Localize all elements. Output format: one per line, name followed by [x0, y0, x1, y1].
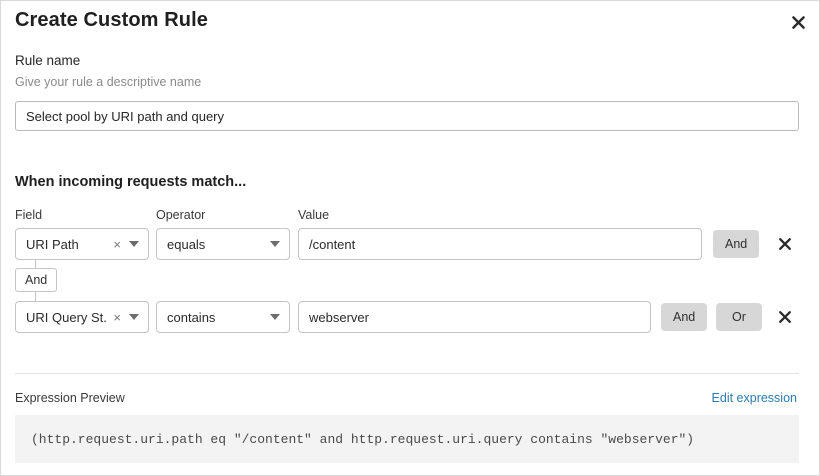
value-input-1[interactable] — [298, 228, 702, 260]
expression-preview-box: (http.request.uri.path eq "/content" and… — [15, 415, 799, 463]
operator-select-1-value: equals — [167, 236, 206, 252]
column-header-value: Value — [298, 208, 330, 222]
divider — [15, 373, 799, 374]
condition-row: URI Query St... × contains And Or — [1, 301, 819, 333]
column-header-field: Field — [15, 208, 43, 222]
field-clear-icon-2[interactable]: × — [113, 309, 121, 325]
delete-icon-1[interactable] — [773, 232, 797, 256]
connector-line-top — [35, 260, 36, 269]
and-button-1[interactable]: And — [713, 230, 760, 258]
field-select-1-value: URI Path — [26, 236, 79, 252]
field-select-2[interactable]: URI Query St... × — [15, 301, 149, 333]
connector-line-bottom — [35, 292, 36, 301]
and-button-2[interactable]: And — [661, 303, 708, 331]
condition-row: URI Path × equals And — [1, 228, 819, 260]
column-header-operator: Operator — [156, 208, 206, 222]
rule-name-input[interactable] — [15, 101, 799, 131]
field-select-2-value: URI Query St... — [26, 309, 109, 325]
operator-select-1[interactable]: equals — [156, 228, 290, 260]
value-input-2[interactable] — [298, 301, 651, 333]
edit-expression-link[interactable]: Edit expression — [711, 391, 797, 405]
rule-name-help-text: Give your rule a descriptive name — [15, 75, 202, 89]
operator-select-2-value: contains — [167, 309, 216, 325]
rule-name-label: Rule name — [15, 53, 81, 68]
delete-icon-2[interactable] — [773, 305, 797, 329]
chevron-down-icon-operator-2[interactable] — [267, 314, 289, 320]
operator-select-2[interactable]: contains — [156, 301, 290, 333]
or-button-2[interactable]: Or — [716, 303, 762, 331]
connector-and-chip[interactable]: And — [15, 268, 58, 292]
match-section-title: When incoming requests match... — [15, 174, 247, 190]
chevron-down-icon-operator-1[interactable] — [267, 241, 289, 247]
field-clear-icon-1[interactable]: × — [113, 236, 121, 252]
dialog-title: Create Custom Rule — [15, 9, 208, 31]
close-icon[interactable] — [785, 9, 811, 35]
expression-preview-label: Expression Preview — [15, 391, 125, 405]
field-select-1[interactable]: URI Path × — [15, 228, 149, 260]
chevron-down-icon-field-1[interactable] — [126, 241, 148, 247]
expression-preview-code: (http.request.uri.path eq "/content" and… — [31, 431, 695, 447]
chevron-down-icon-field-2[interactable] — [126, 314, 148, 320]
